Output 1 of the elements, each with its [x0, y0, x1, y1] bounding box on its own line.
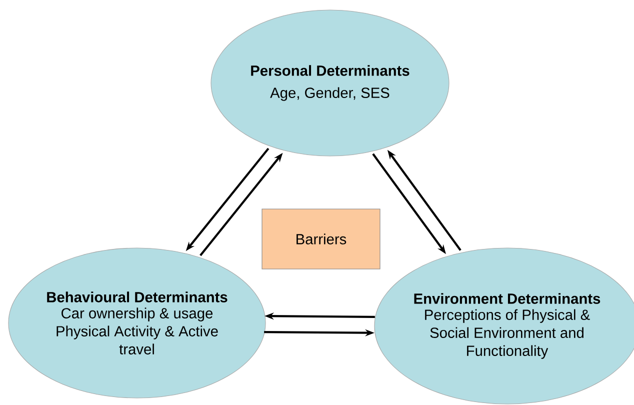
barriers-box: Barriers	[262, 208, 380, 270]
